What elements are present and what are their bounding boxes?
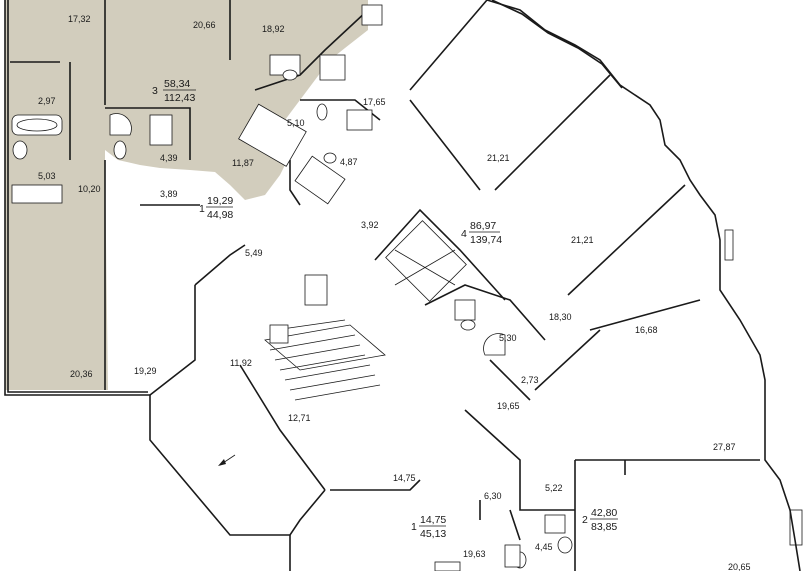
area-label: 5,30 (499, 333, 517, 343)
area-label: 2,97 (38, 96, 56, 106)
apartment-4-label: 4 86,97 139,74 (461, 220, 502, 246)
outer-walls (4, 0, 801, 571)
apartment-living-area: 19,29 (207, 195, 233, 207)
area-label: 12,71 (288, 413, 311, 423)
area-label: 20,66 (193, 20, 216, 30)
area-label: 6,30 (484, 491, 502, 501)
apartment-total-area: 44,98 (207, 209, 233, 221)
area-label: 11,92 (230, 358, 252, 368)
apartment-number: 4 (461, 228, 467, 240)
area-label: 21,21 (487, 153, 510, 163)
area-label: 27,87 (713, 442, 736, 452)
area-label: 4,45 (535, 542, 553, 552)
area-label: 14,75 (393, 473, 416, 483)
area-label: 10,20 (78, 184, 101, 194)
area-label: 5,03 (38, 171, 56, 181)
apartment-total-area: 83,85 (591, 521, 617, 533)
area-label: 21,21 (571, 235, 594, 245)
area-label: 17,32 (68, 14, 91, 24)
window-marks (724, 229, 803, 546)
apartment-living-area: 86,97 (470, 220, 496, 232)
shaded-apartment-3 (105, 0, 368, 200)
area-label: 4,39 (160, 153, 178, 163)
area-label: 19,65 (497, 401, 520, 411)
apartment-number: 1 (199, 203, 205, 215)
area-label: 5,49 (245, 248, 263, 258)
area-label: 4,87 (340, 157, 358, 167)
apartment-2-label: 2 42,80 83,85 (582, 507, 618, 533)
apartment-3-label: 3 58,34 112,43 (152, 78, 196, 104)
area-label: 20,36 (70, 369, 93, 379)
area-label: 18,92 (262, 24, 285, 34)
apartment-total-area: 139,74 (470, 234, 502, 246)
apartment-number: 3 (152, 85, 158, 97)
area-label: 16,68 (635, 325, 658, 335)
area-label: 3,89 (160, 189, 178, 199)
apartment-number: 2 (582, 514, 588, 526)
area-label: 19,63 (463, 549, 486, 559)
bathroom-fixtures (11, 4, 573, 571)
elevator-shaft (385, 220, 467, 302)
apartment-living-area: 42,80 (591, 507, 617, 519)
area-label: 20,65 (728, 562, 751, 571)
area-label: 17,65 (363, 97, 386, 107)
apartment-number: 1 (411, 521, 417, 533)
apartment-1a-label: 1 19,29 44,98 (199, 195, 233, 221)
room-area-labels: 17,32 20,66 18,92 2,97 5,10 17,65 4,39 1… (38, 14, 751, 571)
area-label: 19,29 (134, 366, 157, 376)
interior-walls (10, 0, 701, 571)
apartment-total-area: 45,13 (420, 528, 446, 540)
apartment-1b-label: 1 14,75 45,13 (411, 514, 446, 540)
area-label: 5,10 (287, 118, 305, 128)
apartment-living-area: 58,34 (164, 78, 190, 90)
area-label: 5,22 (545, 483, 563, 493)
area-label: 3,92 (361, 220, 379, 230)
apartment-living-area: 14,75 (420, 514, 446, 526)
area-label: 11,87 (232, 158, 254, 168)
area-label: 18,30 (549, 312, 572, 322)
apartment-total-area: 112,43 (164, 92, 195, 104)
entrance-arrow-icon (218, 454, 236, 466)
area-label: 2,73 (521, 375, 539, 385)
